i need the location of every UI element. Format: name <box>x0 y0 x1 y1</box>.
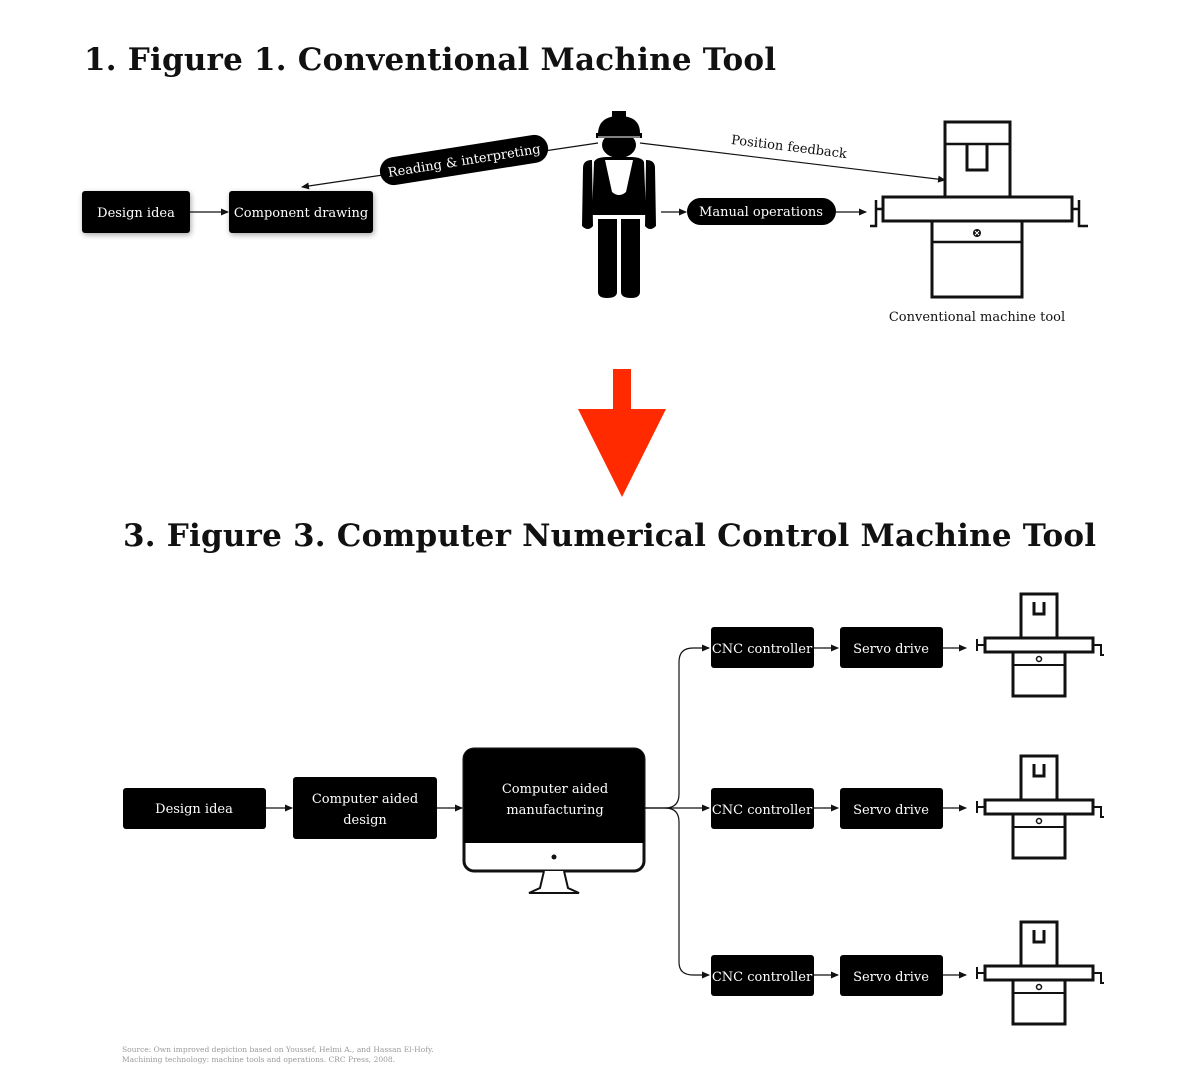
fig3-cnc-controller-box-2 <box>711 788 814 829</box>
fig3-cam-label-line2: manufacturing <box>506 803 603 818</box>
figure1-diagram: Design idea Component drawing Reading & … <box>82 111 1088 325</box>
fig3-branch-bottom <box>664 807 710 979</box>
fig1-manual-operations-pill <box>687 198 836 225</box>
fig1-design-idea-label: Design idea <box>97 206 175 221</box>
fig3-cad-box <box>293 777 437 839</box>
fig3-servo-drive-box-1 <box>840 627 943 668</box>
fig3-servo-drive-label-2: Servo drive <box>853 803 929 818</box>
transition-arrow-icon <box>578 369 666 497</box>
fig3-cam-label-line1: Computer aided <box>502 782 608 797</box>
fig3-cnc-controller-label-1: CNC controller <box>712 642 813 657</box>
mini-machine-tool-icon-1 <box>975 592 1106 698</box>
source-citation: Source: Own improved depiction based on … <box>122 1045 434 1064</box>
computer-monitor-icon <box>462 747 646 894</box>
figure3-diagram: Design idea Computer aided design Comput… <box>123 592 1106 1026</box>
fig3-cnc-controller-label-2: CNC controller <box>712 803 813 818</box>
figure1-title: 1. Figure 1. Conventional Machine Tool <box>84 42 777 78</box>
mini-machine-tool-icon-2 <box>975 754 1106 860</box>
fig3-branch-top <box>644 644 710 809</box>
fig1-manual-operations-label: Manual operations <box>699 205 823 220</box>
fig1-reading-pill <box>379 134 549 186</box>
mini-machine-tool-icon-3 <box>975 920 1106 1026</box>
fig3-design-idea-box <box>123 788 266 829</box>
worker-icon <box>582 111 656 298</box>
fig1-component-drawing-label: Component drawing <box>234 206 368 221</box>
fig3-servo-drive-label-3: Servo drive <box>853 970 929 985</box>
fig3-cnc-controller-label-3: CNC controller <box>712 970 813 985</box>
fig3-servo-drive-box-3 <box>840 955 943 996</box>
fig1-arrow-position-feedback <box>639 142 946 183</box>
fig1-position-feedback-label: Position feedback <box>730 133 847 162</box>
fig3-servo-drive-box-2 <box>840 788 943 829</box>
fig3-cnc-controller-box-1 <box>711 627 814 668</box>
fig3-cad-label-line2: design <box>343 813 387 828</box>
fig3-design-idea-label: Design idea <box>155 802 233 817</box>
machine-tool-icon <box>870 120 1088 299</box>
fig1-machine-caption: Conventional machine tool <box>889 310 1065 325</box>
fig3-servo-drive-label-1: Servo drive <box>853 642 929 657</box>
fig1-design-idea-box <box>82 191 190 233</box>
fig3-cnc-controller-box-3 <box>711 955 814 996</box>
figure3-title: 3. Figure 3. Computer Numerical Control … <box>123 518 1097 554</box>
fig1-component-drawing-box <box>229 191 373 233</box>
fig3-cad-label-line1: Computer aided <box>312 792 418 807</box>
